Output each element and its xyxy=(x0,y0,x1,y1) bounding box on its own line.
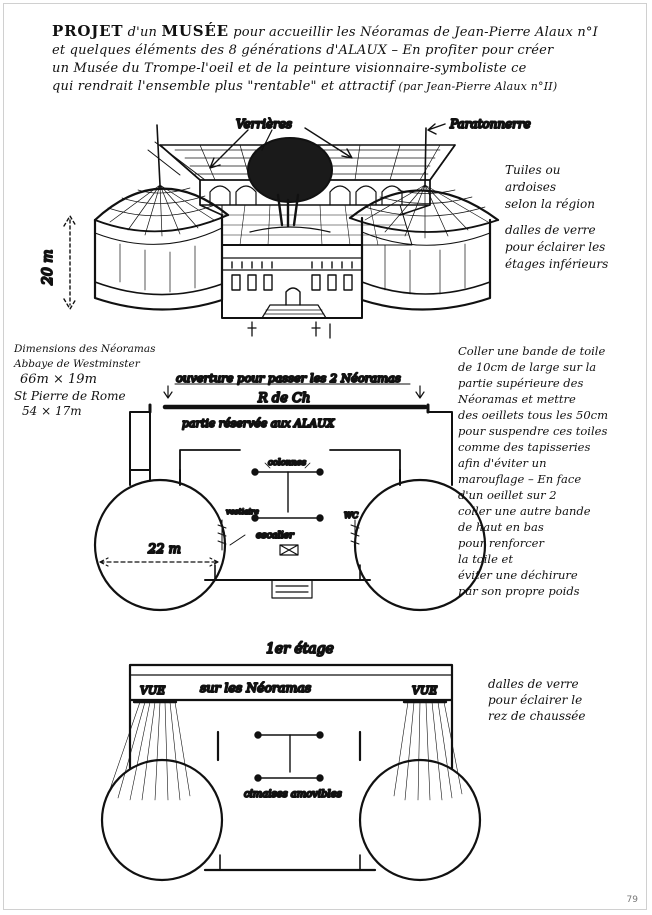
dimensions-heading: Dimensions des Néoramas xyxy=(14,343,156,355)
courtyard-tree xyxy=(247,137,333,233)
first-floor-heading: 1er étage xyxy=(266,641,334,657)
label-height: 20 m xyxy=(40,249,56,286)
label-reserved: partie réservée aux ALAUX xyxy=(182,417,336,430)
label-cimaises: cimaises amovibles xyxy=(244,789,342,800)
label-vestiaire: vestiaire xyxy=(226,507,259,516)
note-dalles-first-floor: dalles de verre pour éclairer le rez de … xyxy=(488,677,586,723)
staircase xyxy=(279,544,299,556)
label-rdch: R de Ch xyxy=(257,391,310,406)
title-line1-rest: pour accueillir les Néoramas de Jean-Pie… xyxy=(233,25,598,40)
first-rotunda-right xyxy=(358,758,482,882)
label-vue-right: VUE xyxy=(412,684,437,697)
note-toile: Coller une bande de toile de 10cm de lar… xyxy=(458,344,608,598)
elevation-view xyxy=(63,123,500,339)
left-rotunda xyxy=(93,124,230,311)
colonnes xyxy=(251,462,324,522)
title-line2: et quelques éléments des 8 générations d… xyxy=(52,43,554,58)
cimaises xyxy=(216,730,362,782)
view-lines-left xyxy=(107,701,191,801)
label-colonnes: colonnes xyxy=(268,458,307,468)
label-escalier: escalier xyxy=(256,530,295,541)
rome-size: 54 × 17m xyxy=(22,404,82,418)
title-line3: un Musée du Trompe-l'oeil et de la peint… xyxy=(52,61,527,76)
westminster-size: 66m × 19m xyxy=(20,372,97,387)
front-building xyxy=(221,244,363,319)
paratonnerre-arrow xyxy=(427,123,446,135)
title-signature: (par Jean-Pierre Alaux n°II) xyxy=(398,80,558,93)
view-lines-right xyxy=(393,701,463,801)
first-rotunda-left xyxy=(100,758,224,882)
height-dimension xyxy=(63,215,77,310)
label-diameter: 22 m xyxy=(147,542,181,557)
dimensions-block: Dimensions des Néoramas Abbaye de Westmi… xyxy=(14,342,156,419)
note-tuiles: Tuiles ou ardoises selon la région xyxy=(505,163,595,211)
note-dalles-elevation: dalles de verre pour éclairer les étages… xyxy=(505,223,609,271)
title-word-musee: MUSÉE xyxy=(161,22,229,40)
verrieres-arrow-left xyxy=(209,129,249,169)
rome-label: St Pierre de Rome xyxy=(14,389,126,403)
first-floor-plan xyxy=(100,663,482,882)
verrieres-arrow-right xyxy=(304,127,353,159)
label-sur-neoramas: sur les Néoramas xyxy=(200,680,311,695)
title-word-projet: PROJET xyxy=(52,22,124,40)
first-floor-outer-wall xyxy=(128,663,454,872)
page-number: 79 xyxy=(626,895,638,905)
right-rotunda xyxy=(348,127,500,311)
label-verrieres: Verrières xyxy=(236,117,292,131)
ground-floor-plan xyxy=(93,383,487,612)
westminster-label: Abbaye de Westminster xyxy=(14,358,140,370)
label-paratonnerre: Paratonnerre xyxy=(449,117,531,131)
label-ouverture: ouverture pour passer les 2 Néoramas xyxy=(176,371,401,385)
title-word-dun: d'un xyxy=(127,25,158,40)
label-wc: WC xyxy=(344,511,358,520)
label-vue-left: VUE xyxy=(140,684,165,697)
project-title: PROJET d'un MUSÉE pour accueillir les Né… xyxy=(52,22,612,96)
title-line4: qui rendrait l'ensemble plus "rentable" … xyxy=(52,79,395,94)
ground-rotunda-left xyxy=(93,478,227,612)
